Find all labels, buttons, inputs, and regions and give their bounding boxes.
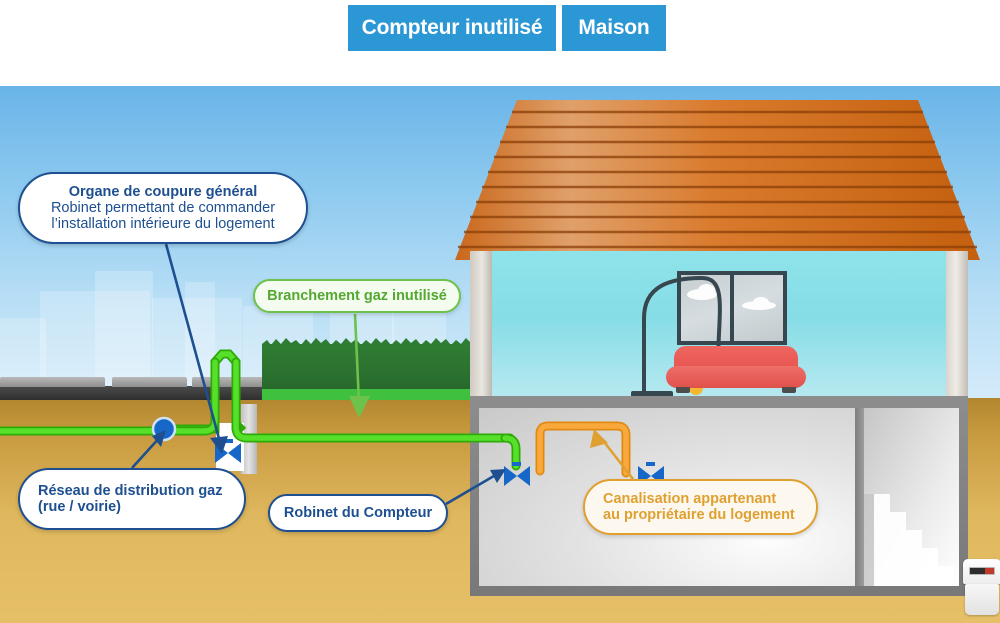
sofa-leg <box>782 387 796 393</box>
gas-meter-display <box>969 567 995 575</box>
tab-bar: Compteur inutilisé Maison <box>0 0 1000 86</box>
callout-canalisation-proprietaire[interactable]: Canalisation appartenant au propriétaire… <box>583 479 818 535</box>
sofa-seat <box>666 366 806 388</box>
lamp-base <box>631 391 673 398</box>
callout-line: Robinet du Compteur <box>283 505 433 521</box>
callout-organe-de-coupure[interactable]: Organe de coupure général Robinet permet… <box>18 172 308 244</box>
callout-line: (rue / voirie) <box>38 499 121 515</box>
ocg-cabinet <box>216 423 244 471</box>
basement-partition-wall <box>855 408 864 586</box>
hedge-top-edge <box>262 338 480 350</box>
floor-lamp-arm <box>642 275 722 400</box>
gas-meter <box>963 559 1000 615</box>
callout-robinet-du-compteur[interactable]: Robinet du Compteur <box>268 494 448 532</box>
callout-line: au propriétaire du logement <box>603 507 795 523</box>
cloud-shape <box>698 284 715 297</box>
curb-segment <box>112 377 187 387</box>
callout-line: Branchement gaz inutilisé <box>267 288 447 304</box>
gas-meter-body <box>965 584 999 615</box>
callout-line: Réseau de distribution gaz <box>38 483 223 499</box>
callout-reseau-distribution-gaz[interactable]: Réseau de distribution gaz (rue / voirie… <box>18 468 246 530</box>
gas-meter-head <box>963 559 1000 584</box>
window-pane-right <box>734 275 783 341</box>
window-mullion <box>730 275 734 341</box>
house-wall-left <box>470 251 492 399</box>
sofa-leg <box>676 387 690 393</box>
tab-compteur-inutilise[interactable]: Compteur inutilisé <box>348 5 556 51</box>
curb-segment <box>192 377 268 387</box>
curb-segment <box>0 377 105 387</box>
house <box>455 86 1000 615</box>
window <box>677 271 787 345</box>
tab-maison[interactable]: Maison <box>562 5 666 51</box>
cloud-shape <box>753 297 769 308</box>
staircase <box>864 408 959 586</box>
callout-line: Organe de coupure général <box>68 184 258 200</box>
lamp-bulb-icon <box>689 384 703 395</box>
callout-branchement-gaz-inutilise[interactable]: Branchement gaz inutilisé <box>253 279 461 313</box>
roof <box>455 100 980 260</box>
callout-line: l’installation intérieure du logement <box>51 216 275 232</box>
grass-strip <box>262 389 480 400</box>
callout-line: Robinet permettant de commander <box>50 200 276 216</box>
illustration-scene: Organe de coupure général Robinet permet… <box>0 86 1000 623</box>
callout-line: Canalisation appartenant <box>603 491 777 507</box>
house-wall-right <box>946 251 968 399</box>
window-pane-left <box>681 275 730 341</box>
sofa <box>666 346 806 393</box>
